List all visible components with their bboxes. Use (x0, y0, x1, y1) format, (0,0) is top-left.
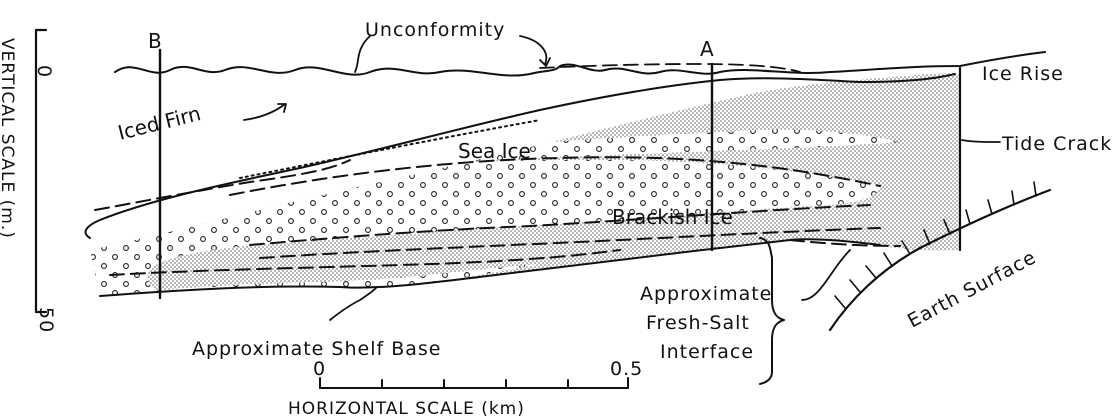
shelf-base-leader (330, 288, 376, 320)
fresh-salt-brace (760, 238, 784, 384)
label-ice-rise: Ice Rise (982, 63, 1064, 85)
iced-firn-arrow (244, 104, 286, 120)
fresh-salt-leader (802, 250, 850, 300)
label-earth-surface: Earth Surface (904, 246, 1040, 332)
top-wavy-surface (115, 52, 1045, 76)
unconformity-leader-left (355, 36, 370, 72)
unconformity-leader (520, 36, 550, 66)
horizontal-scale-start-value: 0 (313, 358, 326, 380)
label-brackish-ice: Brackish Ice (612, 205, 733, 229)
horizontal-scale-end-value: 0.5 (610, 358, 643, 380)
label-fresh-salt-line3: Interface (660, 341, 754, 363)
label-fresh-salt-line1: Approximate (640, 283, 772, 305)
vertical-scale-bottom-value: 50 (35, 307, 57, 333)
vertical-scale-top-value: 0 (33, 65, 55, 78)
horizontal-scale-title: HORIZONTAL SCALE (km) (288, 399, 525, 419)
label-section-a: A (700, 37, 714, 61)
label-unconformity: Unconformity (365, 19, 505, 41)
label-shelf-base: Approximate Shelf Base (192, 338, 441, 360)
label-fresh-salt-line2: Fresh-Salt (646, 312, 750, 334)
label-sea-ice: Sea Ice (458, 139, 531, 163)
vertical-scale-bar: 0 50 VERTICAL SCALE (m.) (0, 30, 57, 333)
tide-crack-leader (962, 140, 1000, 142)
label-section-b: B (148, 29, 162, 53)
vertical-scale-title: VERTICAL SCALE (m.) (0, 38, 17, 239)
label-tide-crack: Tide Crack (1001, 133, 1112, 155)
horizontal-scale-bar: 0 0.5 HORIZONTAL SCALE (km) (288, 358, 643, 419)
